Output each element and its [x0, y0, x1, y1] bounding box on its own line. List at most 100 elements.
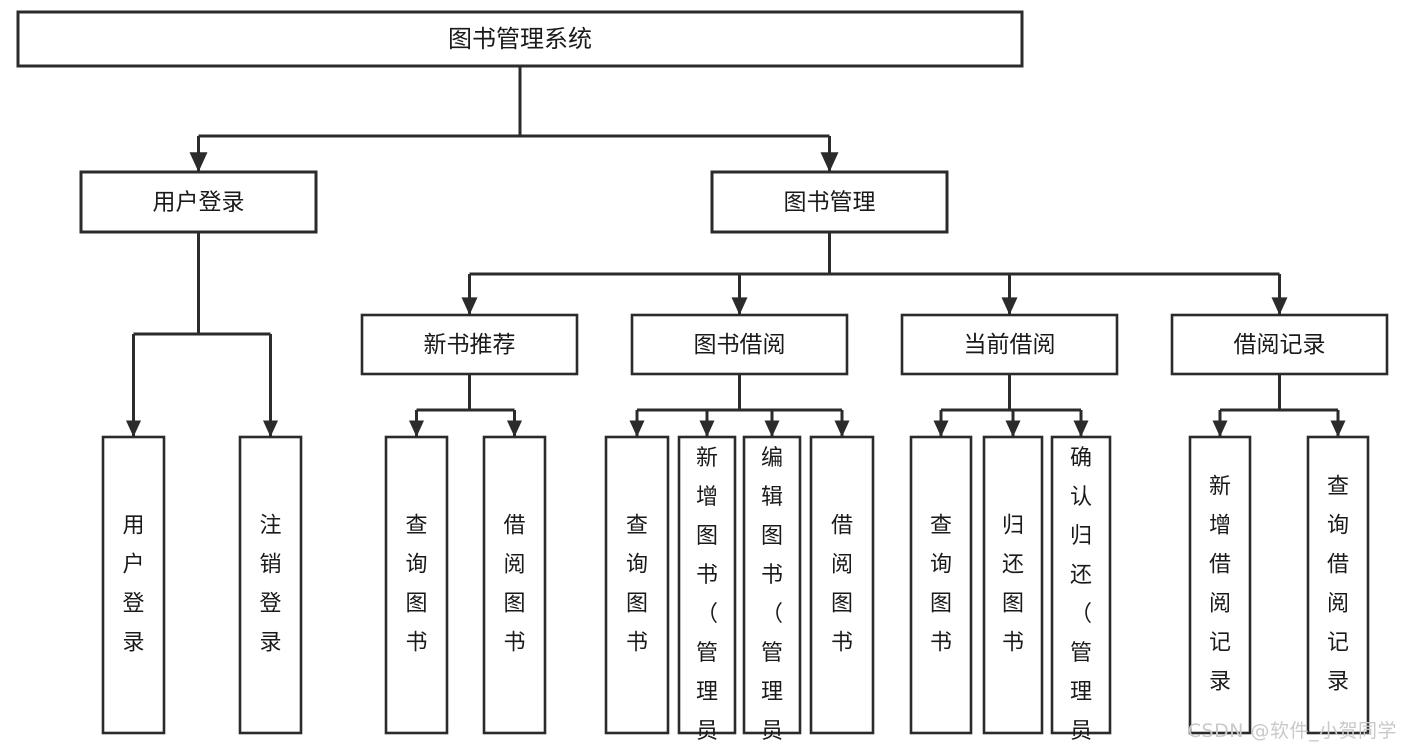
arrow-head-icon: [263, 420, 278, 437]
arrow-head-icon: [409, 420, 424, 437]
level3-node-2[interactable]: 当前借阅: [900, 313, 1119, 376]
leaf-node-10-rect: [1050, 435, 1112, 735]
arrow-head-icon: [933, 420, 949, 437]
leaf-node-6-char: （: [761, 602, 783, 627]
level2-node-1-label: 图书管理: [784, 190, 876, 216]
leaf-node-0[interactable]: 用户登录: [101, 435, 166, 735]
leaf-node-5-char: （: [696, 602, 718, 627]
leaf-node-5-char: 员: [696, 719, 718, 744]
leaf-node-11-char: 增: [1209, 514, 1231, 539]
leaf-node-10-char: 还: [1070, 563, 1092, 588]
leaf-node-0-char: 录: [122, 631, 144, 656]
leaf-node-7-char: 借: [831, 514, 853, 539]
leaf-node-5-char: 管: [696, 641, 718, 666]
leaf-node-8-char: 询: [930, 553, 952, 578]
level3-node-0-label: 新书推荐: [424, 332, 516, 358]
leaf-node-4-char: 书: [626, 631, 648, 656]
leaf-node-1-char: 录: [259, 631, 281, 656]
leaf-node-1-char: 销: [259, 553, 281, 578]
arrow-head-icon: [764, 420, 780, 437]
level3-node-0[interactable]: 新书推荐: [360, 313, 579, 376]
leaf-node-0-char: 用: [122, 514, 144, 539]
leaf-node-10-char: 认: [1070, 485, 1092, 510]
leaf-node-2-char: 询: [405, 553, 427, 578]
leaf-node-2-char: 图: [405, 592, 427, 617]
level2-node-1-rect: [710, 170, 949, 234]
leaf-node-4-char: 询: [626, 553, 648, 578]
leaf-node-2-char: 书: [405, 631, 427, 656]
leaf-node-0-char: 登: [122, 592, 144, 617]
leaf-node-8-char: 书: [930, 631, 952, 656]
leaf-node-7-char: 书: [831, 631, 853, 656]
leaf-node-10-char: 确: [1070, 446, 1092, 471]
leaf-node-12-char: 借: [1327, 553, 1349, 578]
level3-node-1[interactable]: 图书借阅: [630, 313, 849, 376]
level3-node-0-rect: [360, 313, 579, 376]
leaf-node-3-rect: [482, 435, 547, 735]
leaf-node-5-char: 图: [696, 524, 718, 549]
arrow-head-icon: [1212, 420, 1228, 437]
connectors-layer: [126, 66, 1346, 437]
leaf-node-3-char: 借: [503, 514, 525, 539]
leaf-node-7-char: 图: [831, 592, 853, 617]
leaf-node-8-rect: [909, 435, 973, 735]
level2-node-0-label: 用户登录: [153, 190, 245, 216]
leaf-node-1-rect: [238, 435, 303, 735]
root-node-rect: [16, 10, 1024, 68]
leaf-node-6-char: 辑: [761, 485, 783, 510]
leaf-node-5-char: 理: [696, 680, 718, 705]
leaf-node-10-char: 归: [1070, 524, 1092, 549]
level3-node-1-label: 图书借阅: [694, 332, 786, 358]
level2-node-1[interactable]: 图书管理: [710, 170, 949, 234]
arrow-head-icon: [1073, 420, 1089, 437]
root-node[interactable]: 图书管理系统: [16, 10, 1024, 68]
leaf-node-10-char: 理: [1070, 680, 1092, 705]
leaf-node-11-char: 记: [1209, 631, 1231, 656]
leaf-node-9-char: 归: [1002, 514, 1024, 539]
leaf-node-12-char: 录: [1327, 670, 1349, 695]
leaf-node-3-char: 阅: [503, 553, 525, 578]
leaf-node-0-label: 用户登录: [122, 514, 144, 656]
leaf-node-3-char: 图: [503, 592, 525, 617]
leaf-node-1-char: 登: [259, 592, 281, 617]
arrow-head-icon: [731, 297, 748, 315]
leaf-node-11-char: 新: [1209, 475, 1231, 500]
level2-node-0[interactable]: 用户登录: [79, 170, 318, 234]
leaf-node-2-char: 查: [405, 514, 427, 539]
leaf-node-4-rect: [604, 435, 670, 735]
leaf-node-7-rect: [809, 435, 875, 735]
leaf-node-12-char: 记: [1327, 631, 1349, 656]
arrow-head-icon: [629, 420, 645, 437]
arrow-head-icon: [1001, 297, 1018, 315]
level3-node-3[interactable]: 借阅记录: [1170, 313, 1389, 376]
leaf-node-6-char: 员: [761, 719, 783, 744]
leaf-node-10-char: 管: [1070, 641, 1092, 666]
leaf-node-9-char: 书: [1002, 631, 1024, 656]
leaf-node-12-char: 询: [1327, 514, 1349, 539]
level2-node-0-rect: [79, 170, 318, 234]
leaf-node-8-char: 查: [930, 514, 952, 539]
leaf-node-0-char: 户: [122, 553, 144, 578]
leaf-node-0-rect: [101, 435, 166, 735]
leaf-node-6-char: 图: [761, 524, 783, 549]
leaf-node-4-char: 查: [626, 514, 648, 539]
